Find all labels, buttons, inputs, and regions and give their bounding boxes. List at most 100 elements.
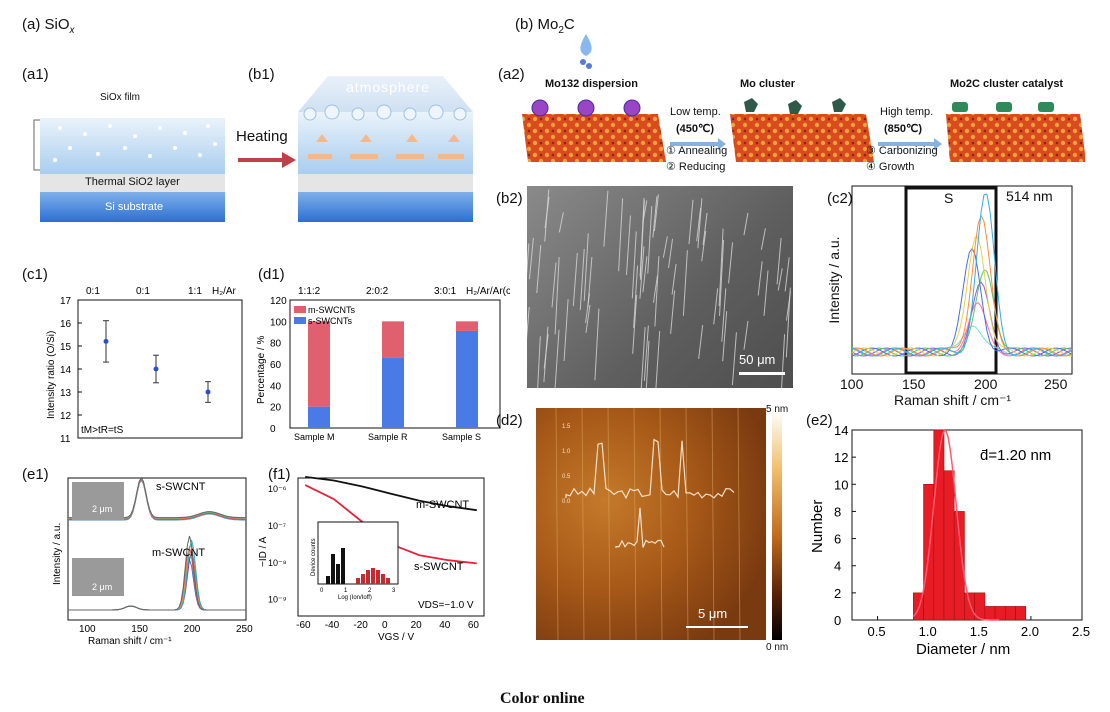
inset-bar-s [376,570,380,584]
c1-top-tick: 1:1 [188,286,202,297]
nanotube-line [682,250,688,316]
panel-e2-label: (e2) [806,412,833,429]
colorbar-top-label: 5 nm [766,404,789,415]
legend-swatch-s [294,317,306,324]
histogram-bar [1005,606,1016,621]
inset-bar-s [386,578,390,584]
nanotube-line [633,265,639,328]
f1-ytick: 10⁻⁸ [268,558,287,568]
m-swcnt-spectrum [68,535,246,611]
bar-m-swcnt [308,321,330,407]
d1-ytick: 120 [270,296,287,307]
sem-inset [72,482,124,520]
panel-b2-label: (b2) [496,190,523,207]
nanotube-line [645,340,650,388]
d1-ylabel: Percentage / % [256,336,267,404]
m-swcnt-curve [305,476,477,512]
nanotube-line [639,246,645,299]
raman-s-chart: S 514 nm Intensity / a.u. 100 150 200 25… [818,182,1078,410]
nanotube-line [652,196,658,238]
nanotube-line [785,291,791,321]
raman-curve [851,236,1073,357]
gaussian-fit [912,430,1000,621]
height-profile [615,507,665,548]
sem-inset [72,558,124,596]
c2-xtick: 200 [974,376,998,392]
d1-ytick: 0 [270,424,276,435]
f1-ytick: 10⁻⁶ [268,484,287,494]
nanotube-line [654,256,660,327]
high-temp-value: (850℃) [884,123,923,135]
afm-scale-label: 5 μm [698,606,728,621]
e2-ytick: 10 [834,477,848,492]
inset-xtick: 3 [392,588,396,594]
data-point [103,338,109,344]
bar-s-swcnt [456,330,478,428]
inset-bar-m [336,564,340,584]
f1-xtick: -60 [296,620,311,631]
nanotube-line [653,194,659,232]
legend-s: s-SWCNTs [308,316,352,326]
reducing-step: ② Reducing [666,161,726,173]
d1-ytick: 80 [270,339,282,350]
c2-xtick: 100 [840,376,864,392]
sio-film-schematic: SiOx film Thermal SiO2 layer Si substrat… [30,92,230,238]
atmosphere-label: atmosphere [346,79,430,95]
nanotube-line [536,245,542,294]
d1-ytick: 20 [270,403,282,414]
annealing-step: ① Annealing [666,145,728,157]
nanotube-line [642,256,648,293]
nanotube-line [697,198,703,249]
vds-label: VDS=−1.0 V [418,600,474,611]
raman-curve [851,193,1073,357]
e1-ylabel: Intensity / a.u. [52,523,63,585]
e1-plot-frame [67,477,247,621]
nanotube-line [643,325,649,381]
nanotube-line [719,240,725,316]
mo2c-catalyst-label: Mo2C cluster catalyst [950,78,1064,90]
nanotube-line [528,237,534,280]
nanotube-line [670,290,676,334]
nanotube-line [583,233,589,301]
c1-ytick: 13 [60,388,72,399]
nanotube-line [781,334,786,388]
e2-ytick: 0 [834,613,841,628]
panel-b-label: (b) Mo2C [515,16,575,36]
nanotube-line [696,207,702,242]
scale-bar [739,372,785,375]
nanotube-line [632,294,638,354]
panel-a2-label: (a2) [498,66,525,83]
inset-bar-s [361,574,365,584]
nanotube-line [757,261,763,296]
nanotube-line [554,257,560,335]
profile-axis-tick: 1.5 [562,424,571,430]
legend-m: m-SWCNTs [308,305,355,315]
height-profile [565,438,735,500]
inset-xtick: 2 [368,588,372,594]
histogram-bar [964,592,975,621]
c2-ylabel: Intensity / a.u. [826,236,842,324]
afm-nanotube [581,408,585,640]
inset-bar-s [381,574,385,584]
raman-curve [851,269,1073,357]
nanotube-line [625,215,631,275]
sem-image: 50 μm [527,186,793,388]
heating-schematic: atmosphere [298,74,473,239]
nanotube-line [579,248,585,311]
inset-bar-m [341,548,345,584]
panel-f1-label: (f1) [268,466,291,483]
inset-frame [317,521,399,585]
f1-ytick: 10⁻⁹ [268,595,287,605]
afm-nanotube [685,408,689,640]
nanotube-line [551,262,557,308]
nanotube-line [702,212,708,246]
e2-xtick: 2.5 [1072,624,1090,639]
heating-arrow [236,150,298,170]
sem-scale-label: 50 μm [739,352,776,367]
low-temp-label: Low temp. [670,106,721,118]
nanotube-line [543,334,549,369]
legend-swatch-m [294,306,306,313]
